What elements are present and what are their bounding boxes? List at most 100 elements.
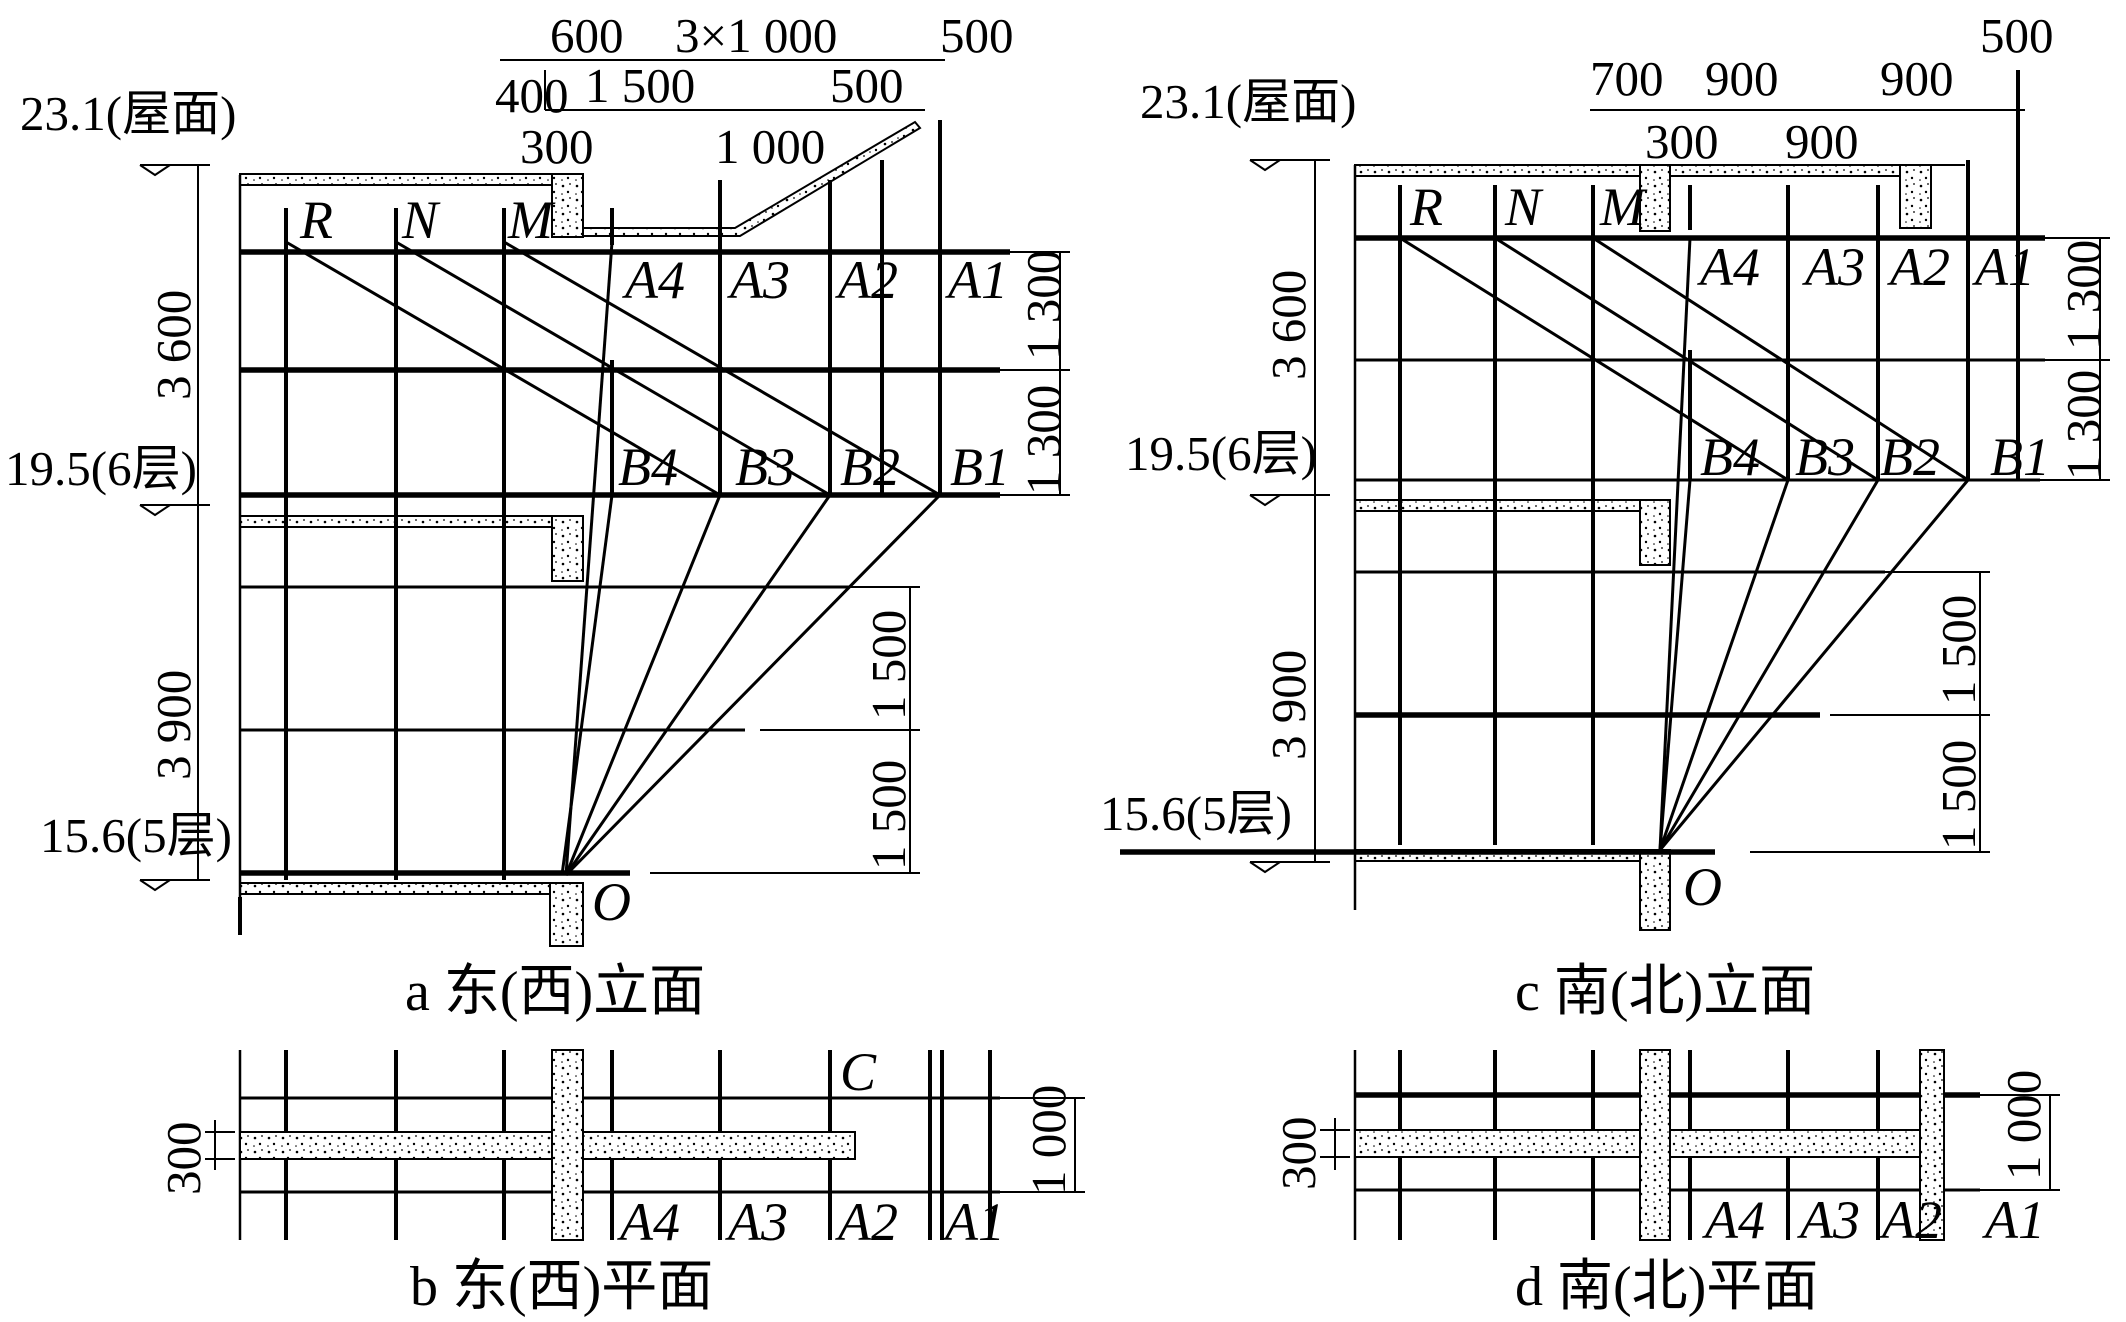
roof-beam — [1639, 164, 1671, 232]
dim-label: 1 300 — [1016, 385, 1071, 495]
strut — [560, 494, 614, 876]
dim-label: 1 500 — [861, 760, 916, 870]
plan-slab-strip — [1354, 1129, 1921, 1158]
point-label: O — [1683, 857, 1722, 917]
dim-label: 3 600 — [146, 290, 201, 400]
panel-d-south-plan: 300 1 000 A4 A3 A2 A1 d 南(北)平面 — [1271, 1049, 2060, 1318]
dim-label: 1 500 — [1931, 740, 1986, 850]
panel-d-concrete — [1354, 1049, 1945, 1241]
panel-a-concrete — [239, 120, 922, 947]
point-label: A3 — [727, 250, 790, 310]
point-label: A1 — [1972, 237, 2035, 297]
dim-label: 400 — [495, 68, 569, 123]
dim-label: 900 — [1785, 114, 1859, 169]
point-label: A1 — [945, 250, 1008, 310]
dim-label: 900 — [1880, 51, 1954, 106]
dim-label: 1 000 — [1996, 1070, 2051, 1180]
strut — [564, 241, 614, 876]
point-label: B2 — [840, 437, 900, 497]
dim-label: 700 — [1590, 51, 1664, 106]
point-label: B3 — [1795, 427, 1855, 487]
dim-label: 300 — [1645, 114, 1719, 169]
dim-label: 1 500 — [585, 58, 695, 113]
point-label: A4 — [617, 1192, 680, 1252]
plan-edge-beam — [1919, 1049, 1945, 1241]
dim-label: 1 300 — [2056, 370, 2111, 480]
point-label: A2 — [835, 1192, 898, 1252]
point-label: A1 — [942, 1192, 1005, 1252]
panel-caption: a 东(西)立面 — [405, 961, 705, 1023]
strut — [564, 494, 722, 876]
strut — [564, 493, 942, 877]
dim-label: 1 300 — [1016, 250, 1071, 360]
roof-edge-beam — [1899, 164, 1932, 229]
point-label: M — [1599, 177, 1648, 237]
panel-c-scaffold — [1120, 70, 2045, 910]
dim-label: 1 500 — [861, 610, 916, 720]
floor6-slab — [239, 515, 576, 528]
panel-c-braces — [1399, 236, 1970, 851]
point-label: B3 — [735, 437, 795, 497]
elevation-floor-5: 15.6(5层) — [40, 808, 232, 863]
point-label: A4 — [1697, 237, 1760, 297]
dim-label: 1 000 — [715, 119, 825, 174]
point-label: A1 — [1982, 1190, 2045, 1250]
plan-beam — [551, 1049, 584, 1241]
point-label: A2 — [1887, 237, 1950, 297]
panel-a-elevation-markers — [139, 164, 171, 892]
point-label: O — [592, 872, 631, 932]
dim-label: 1 300 — [2056, 240, 2111, 350]
point-label: A2 — [1879, 1190, 1942, 1250]
diagonal-brace — [503, 240, 941, 497]
floor6-beam — [1639, 499, 1671, 566]
elevation-roof: 23.1(屋面) — [1140, 74, 1356, 129]
point-label: N — [1504, 177, 1544, 237]
roof-cantilever-slab — [582, 120, 922, 237]
panel-b-concrete — [239, 1049, 856, 1241]
plan-slab-strip — [239, 1131, 856, 1160]
point-label: B1 — [1990, 427, 2050, 487]
point-label: B1 — [950, 437, 1010, 497]
dim-label: 300 — [1271, 1117, 1326, 1191]
panel-c-south-elevation: 500 700 900 900 300 900 23.1(屋面) 19.5(6层… — [1100, 8, 2111, 1023]
floor5-beam — [549, 882, 584, 947]
point-label: B4 — [618, 437, 678, 497]
dim-label: 500 — [1980, 8, 2054, 63]
panel-b-dimension-lines — [205, 1097, 1085, 1193]
point-label: B4 — [1700, 427, 1760, 487]
dim-label: 3 600 — [1261, 270, 1316, 380]
panel-a-braces — [285, 240, 942, 877]
panel-caption: c 南(北)立面 — [1515, 961, 1815, 1023]
diagonal-brace — [395, 240, 831, 497]
dim-label: 500 — [830, 58, 904, 113]
panel-a-scaffold — [238, 120, 1010, 935]
strut — [564, 494, 832, 876]
point-label: A3 — [1797, 1190, 1860, 1250]
point-label: A3 — [725, 1192, 788, 1252]
roof-beam — [551, 173, 584, 238]
dim-label: 900 — [1705, 51, 1779, 106]
floor5-beam — [1639, 849, 1671, 931]
panel-c-elevation-markers — [1249, 159, 1281, 874]
dim-label: 300 — [520, 119, 594, 174]
elevation-floor-5: 15.6(5层) — [1100, 786, 1292, 841]
point-label: A2 — [835, 250, 898, 310]
point-label: B2 — [1880, 427, 1940, 487]
point-label: M — [507, 190, 556, 250]
point-label: N — [401, 190, 441, 250]
dim-label: 3×1 000 — [675, 8, 837, 63]
point-label: R — [299, 190, 333, 250]
dim-label: 300 — [156, 1122, 211, 1196]
dim-label: 600 — [550, 8, 624, 63]
panel-a-east-elevation: 600 3×1 000 500 400 1 500 500 300 1 000 … — [5, 8, 1071, 1023]
panel-c-dimension-lines — [1250, 109, 2110, 863]
dim-label: 3 900 — [146, 670, 201, 780]
elevation-floor-6: 19.5(6层) — [5, 441, 197, 496]
panel-a-dimension-lines — [140, 59, 1070, 881]
point-label: C — [840, 1042, 877, 1102]
dim-label: 500 — [940, 8, 1014, 63]
panel-caption: d 南(北)平面 — [1515, 1256, 1818, 1318]
point-label: A3 — [1802, 237, 1865, 297]
point-label: R — [1409, 177, 1443, 237]
